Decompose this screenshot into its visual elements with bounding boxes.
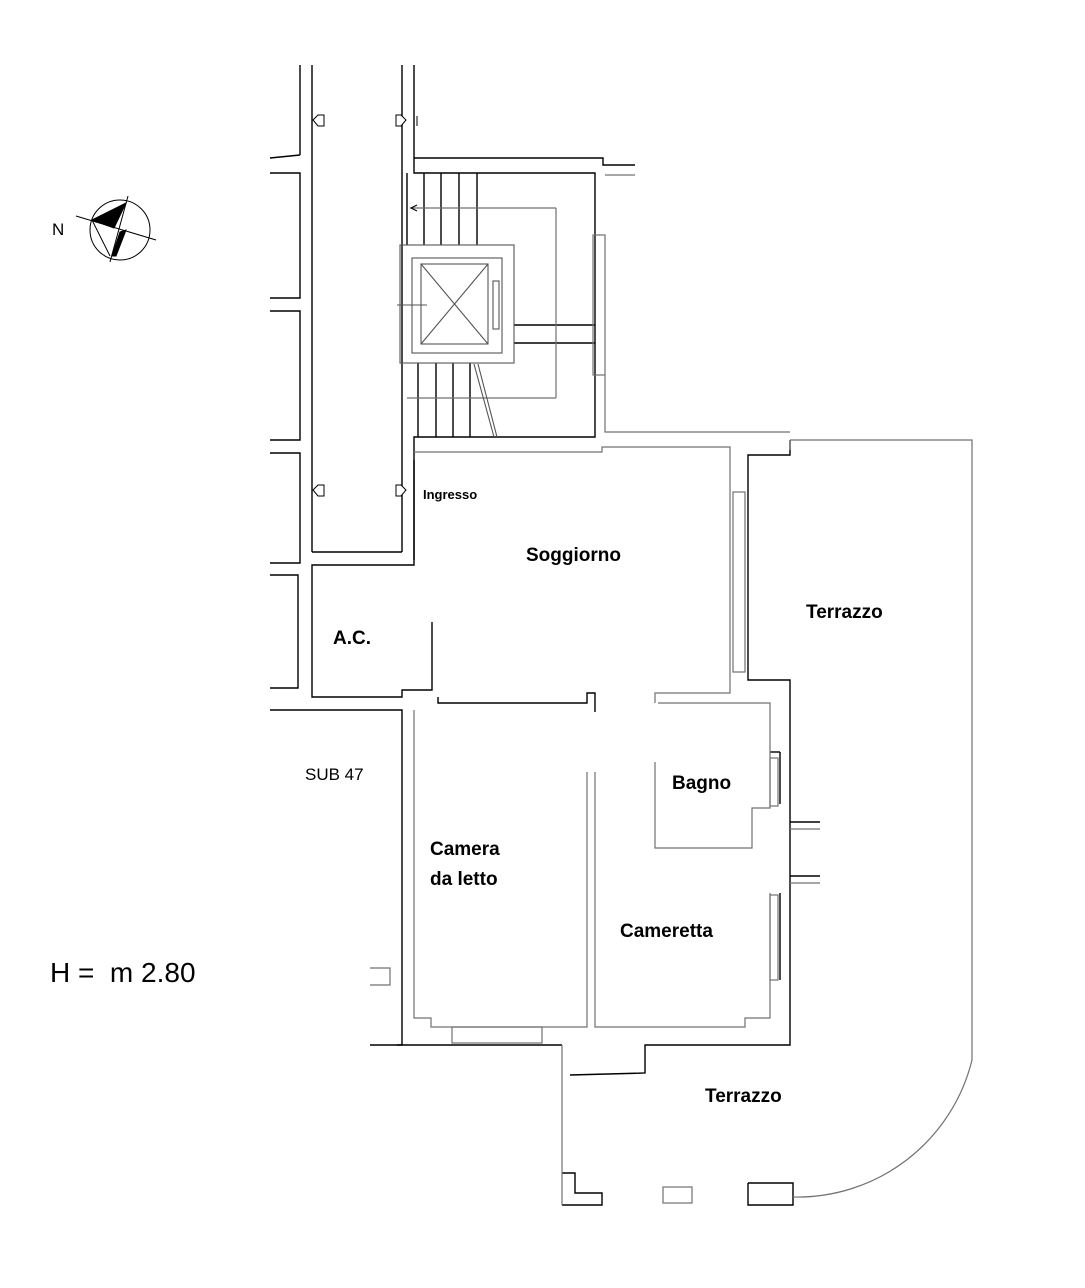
- door-arrow-icon: [395, 484, 407, 497]
- room-label-camera-line2: da letto: [430, 869, 498, 890]
- door-arrow-icon: [312, 484, 325, 497]
- compass-icon: [75, 195, 157, 263]
- door-arrow-icons: [312, 114, 418, 497]
- room-label-terrazzo-south: Terrazzo: [705, 1086, 782, 1107]
- walls: [269, 65, 820, 1206]
- neighbor-unit-label: SUB 47: [305, 765, 364, 784]
- room-label-ingresso: Ingresso: [423, 487, 478, 502]
- ceiling-height-label: H = m 2.80: [50, 957, 196, 988]
- secondary-lines: [370, 174, 973, 1205]
- room-label-terrazzo-east: Terrazzo: [806, 602, 883, 623]
- room-label-bagno: Bagno: [672, 773, 732, 794]
- room-label-ac: A.C.: [333, 628, 371, 649]
- door-arrow-icon: [312, 114, 325, 127]
- room-label-cameretta: Cameretta: [620, 921, 713, 942]
- compass-north-label: N: [52, 220, 65, 239]
- door-arrow-icon: [395, 114, 407, 127]
- room-label-camera-line1: Camera: [430, 839, 500, 860]
- elevator: [397, 204, 515, 438]
- room-label-soggiorno: Soggiorno: [526, 545, 621, 566]
